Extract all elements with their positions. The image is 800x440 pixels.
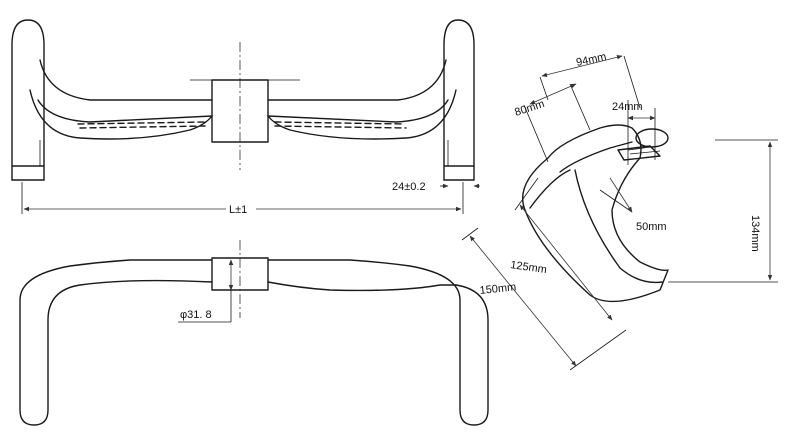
left-vent-holes xyxy=(77,121,206,129)
drop-50-dimension xyxy=(609,177,633,213)
right-vent-holes xyxy=(274,121,407,129)
reach-94-label: 94mm xyxy=(575,51,607,69)
side-view: 94mm 80mm 24mm 50mm 134mm 125mm 150mm xyxy=(461,51,778,371)
hood-clamp xyxy=(635,128,669,148)
length-label: L±1 xyxy=(229,204,247,216)
top-right-wing xyxy=(267,59,447,101)
drop-150-label: 150mm xyxy=(479,281,517,297)
drop-125-label: 125mm xyxy=(510,259,548,276)
drop-50-label: 50mm xyxy=(636,221,667,233)
top-left-wing xyxy=(39,59,213,101)
reach-80-dimension xyxy=(529,83,577,105)
drop-150-dimension xyxy=(469,235,577,367)
top-left-drop xyxy=(11,19,45,167)
top-right-drop xyxy=(443,19,475,167)
flat-width-label: 24±0.2 xyxy=(392,181,426,193)
reach-94-dimension xyxy=(541,55,623,77)
front-outer-contour xyxy=(19,259,213,426)
top-view: L±1 24±0.2 xyxy=(11,19,480,216)
clamp-diameter-label: φ31. 8 xyxy=(180,309,212,321)
front-view: φ31. 8 xyxy=(19,240,489,426)
reach-80-label: 80mm xyxy=(513,98,546,119)
hood-24-label: 24mm xyxy=(612,101,643,113)
drop-134-label: 134mm xyxy=(749,215,761,252)
